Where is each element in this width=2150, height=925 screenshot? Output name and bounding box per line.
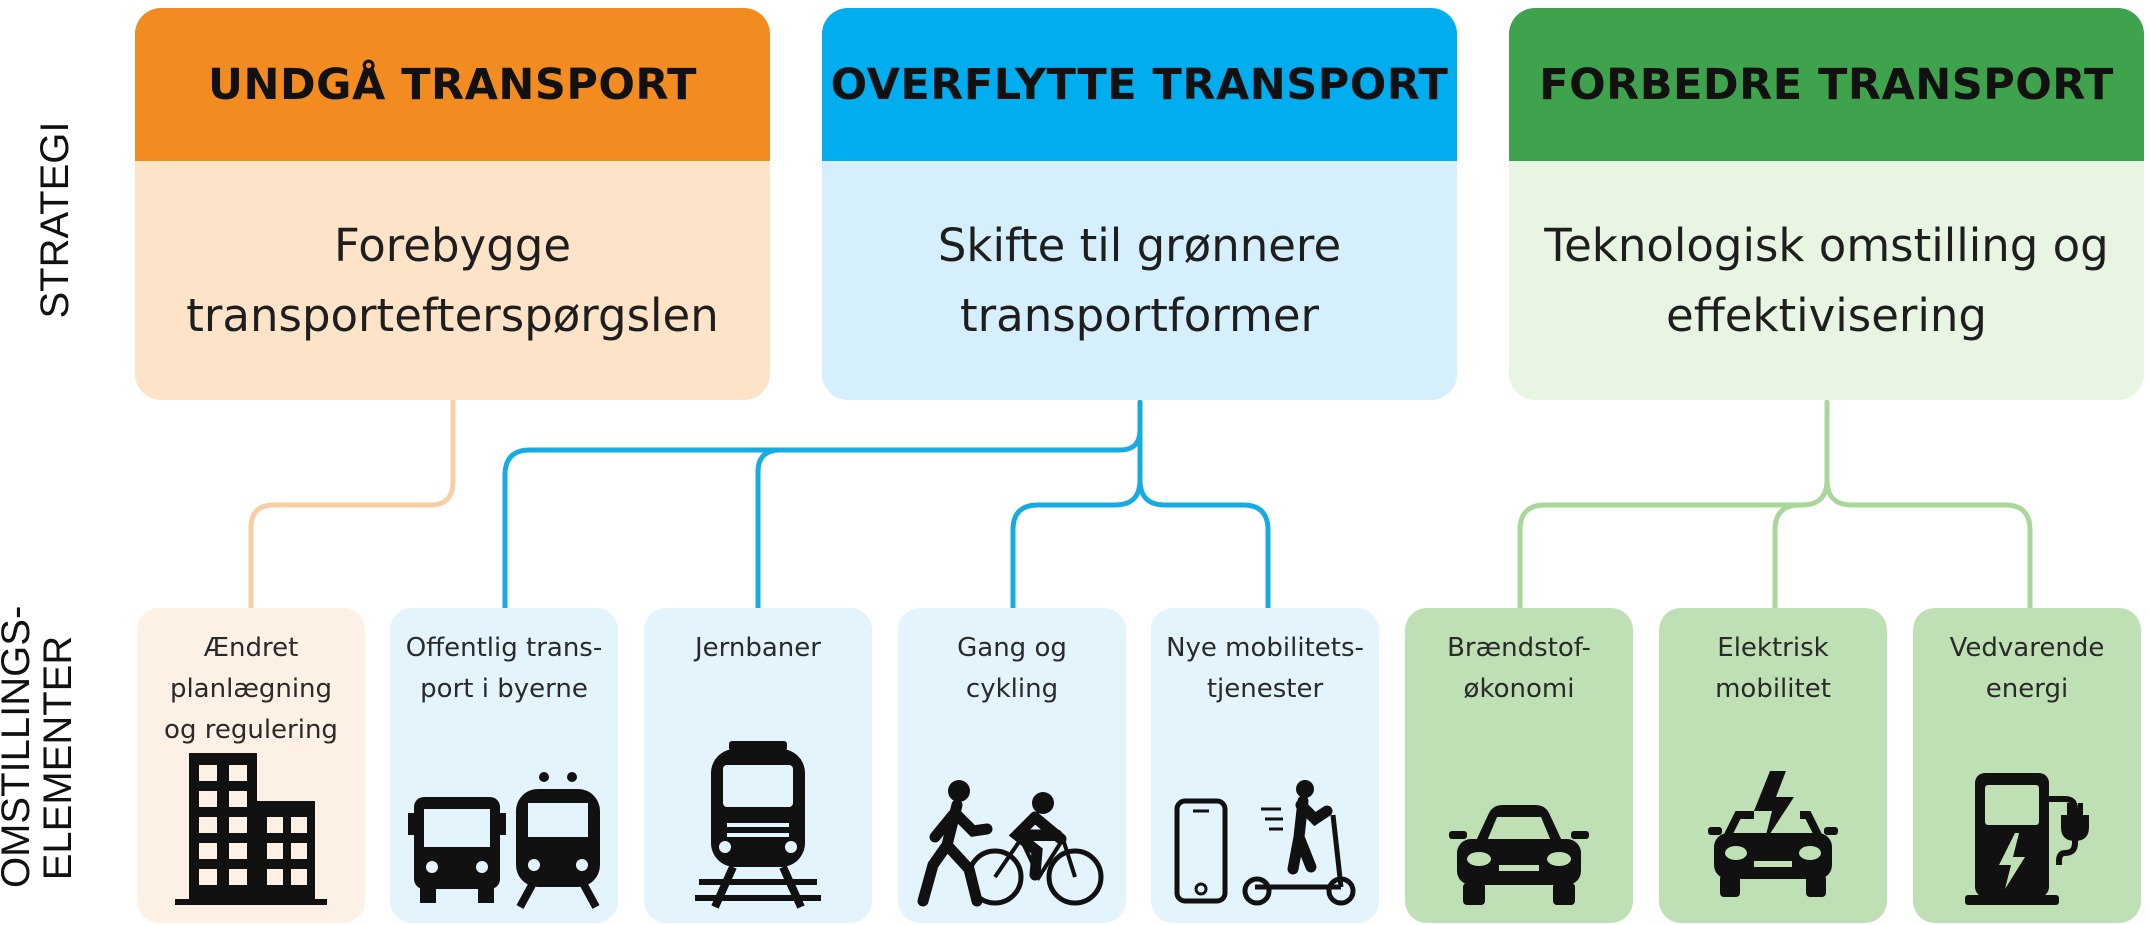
strategy-improve: FORBEDRE TRANSPORT Teknologisk omstillin…: [1509, 8, 2144, 400]
connector-shift-right2: [1137, 477, 1271, 611]
element-walking-cycling: Gang og cykling: [898, 608, 1126, 923]
connector-shift-right: [1010, 427, 1143, 611]
element-public-transport: Offentlig trans- port i byerne: [390, 608, 618, 923]
element-label-line: Ændret: [203, 633, 299, 663]
connector-improve-left: [1517, 399, 1830, 611]
strategy-improve-line1: Teknologisk omstilling og: [1544, 218, 2109, 272]
electric-car-icon: [1659, 769, 1887, 909]
connector-avoid: [248, 399, 456, 611]
buildings-icon: [137, 749, 365, 909]
strategy-shift-description: Skifte til grønnere transportformer: [822, 161, 1457, 400]
strategy-shift-line1: Skifte til grønnere: [937, 218, 1342, 272]
strategy-improve-description: Teknologisk omstilling og effektivisering: [1509, 161, 2144, 400]
phone-scooter-icon: [1151, 779, 1379, 909]
strategy-improve-line2: effektivisering: [1666, 288, 1987, 342]
element-fuel-economy: Brændstof- økonomi: [1405, 608, 1633, 923]
element-planning: Ændret planlægning og regulering: [137, 608, 365, 923]
element-walking-cycling-label: Gang og cykling: [898, 628, 1126, 710]
element-fuel-economy-label: Brændstof- økonomi: [1405, 628, 1633, 710]
strategy-improve-title: FORBEDRE TRANSPORT: [1509, 8, 2144, 161]
train-icon: [644, 739, 872, 909]
element-label-line: tjenester: [1206, 674, 1324, 704]
element-public-transport-label: Offentlig trans- port i byerne: [390, 628, 618, 710]
element-label-line: energi: [1985, 674, 2069, 704]
strategy-shift: OVERFLYTTE TRANSPORT Skifte til grønnere…: [822, 8, 1457, 400]
connector-improve-mid: [1772, 502, 1805, 611]
element-label-line: Nye mobilitets-: [1166, 633, 1364, 663]
element-mobility-services: Nye mobilitets- tjenester: [1151, 608, 1379, 923]
strategy-avoid-line1: Forebygge: [333, 218, 572, 272]
element-label-line: og regulering: [164, 715, 338, 745]
element-electric-mobility: Elektrisk mobilitet: [1659, 608, 1887, 923]
bus-tram-icon: [390, 769, 618, 909]
element-planning-label: Ændret planlægning og regulering: [137, 628, 365, 751]
element-label-line: Jernbaner: [695, 633, 821, 663]
charging-station-icon: [1913, 769, 2141, 909]
element-mobility-services-label: Nye mobilitets- tjenester: [1151, 628, 1379, 710]
strategy-shift-title: OVERFLYTTE TRANSPORT: [822, 8, 1457, 161]
element-label-line: planlægning: [169, 674, 333, 704]
element-label-line: Brændstof-: [1447, 633, 1591, 663]
element-label-line: Gang og: [957, 633, 1067, 663]
strategy-avoid: UNDGÅ TRANSPORT Forebygge transportefters…: [135, 8, 770, 400]
strategy-avoid-title: UNDGÅ TRANSPORT: [135, 8, 770, 161]
connector-shift-railway: [755, 447, 783, 611]
car-icon: [1405, 799, 1633, 909]
element-railways-label: Jernbaner: [644, 628, 872, 669]
element-label-line: Vedvarende: [1949, 633, 2105, 663]
walk-bike-icon: [898, 779, 1126, 909]
element-label-line: Offentlig trans-: [405, 633, 603, 663]
element-renewable-energy-label: Vedvarende energi: [1913, 628, 2141, 710]
strategy-avoid-description: Forebygge transportefterspørgslen: [135, 161, 770, 400]
strategy-shift-line2: transportformer: [959, 288, 1320, 342]
element-label-line: cykling: [965, 674, 1059, 704]
strategy-avoid-line2: transportefterspørgslen: [186, 288, 719, 342]
element-label-line: økonomi: [1463, 674, 1575, 704]
element-label-line: mobilitet: [1715, 674, 1831, 704]
element-label-line: Elektrisk: [1717, 633, 1829, 663]
element-railways: Jernbaner: [644, 608, 872, 923]
element-renewable-energy: Vedvarende energi: [1913, 608, 2141, 923]
element-label-line: port i byerne: [420, 674, 588, 704]
element-electric-mobility-label: Elektrisk mobilitet: [1659, 628, 1887, 710]
connector-improve-right: [1824, 477, 2033, 611]
